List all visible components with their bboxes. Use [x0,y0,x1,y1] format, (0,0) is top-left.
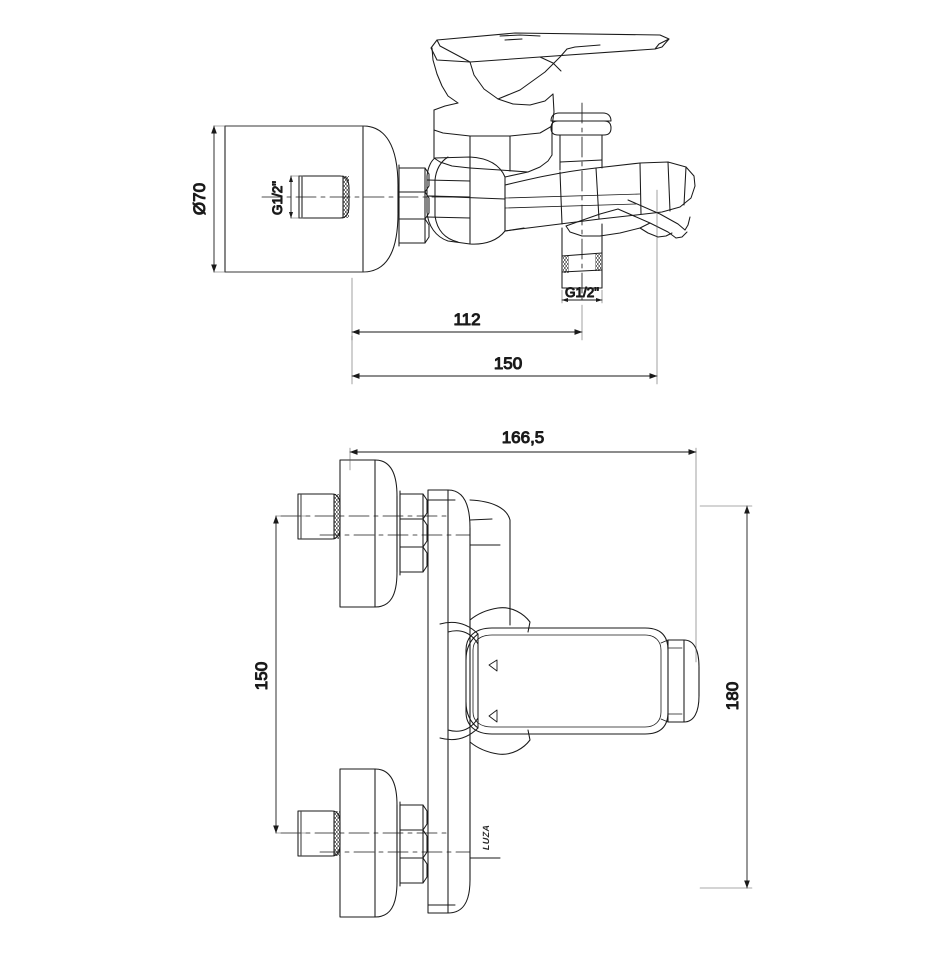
centre-lines-front [280,515,471,853]
dimension-112 [351,277,583,341]
brand-logo: LUZA [481,823,491,851]
upper-hex-nut [399,490,428,576]
lever-handle [430,32,670,137]
dimension-180 [699,505,753,889]
dim-label-g12-inlet: G1/2" [270,181,285,215]
cartridge-body [433,125,553,173]
arrow-marker-upper [488,659,498,672]
dimension-150-side [351,189,658,385]
upper-inlet-nipple [297,493,341,540]
side-view-group: Ø70 G1/2" G1/2" 112 150 [189,32,696,385]
spout-aerator [565,199,691,239]
front-view-group: 166,5 150 180 [251,427,753,918]
hex-nut [398,164,471,247]
dim-label-112: 112 [453,310,480,329]
lower-inlet-nipple [297,810,341,857]
dimension-g12-outlet [561,289,603,304]
escutcheon [224,125,399,273]
dimension-1665 [349,447,697,663]
diverter-knob [550,112,612,171]
lower-hex-nut [399,801,428,887]
dimension-150-front [273,515,307,834]
dim-label-150-side: 150 [494,354,522,373]
mixer-body-front [427,489,501,914]
dim-label-150-front: 150 [252,662,271,690]
dim-label-1665: 166,5 [502,428,545,447]
dimension-g12-inlet [288,175,304,219]
dim-label-dia70: Ø70 [190,183,209,215]
spout [504,161,696,232]
centre-lines-side [261,102,583,301]
shoulder-cap-front [469,499,511,626]
dim-label-g12-outlet: G1/2" [565,285,599,300]
dimension-dia70 [211,125,369,273]
dim-label-180: 180 [723,682,742,710]
valve-housing [426,156,529,245]
arrow-marker-lower [488,709,498,723]
lower-escutcheon [339,768,398,918]
upper-escutcheon [339,459,398,608]
lever-handle-front [439,607,700,755]
